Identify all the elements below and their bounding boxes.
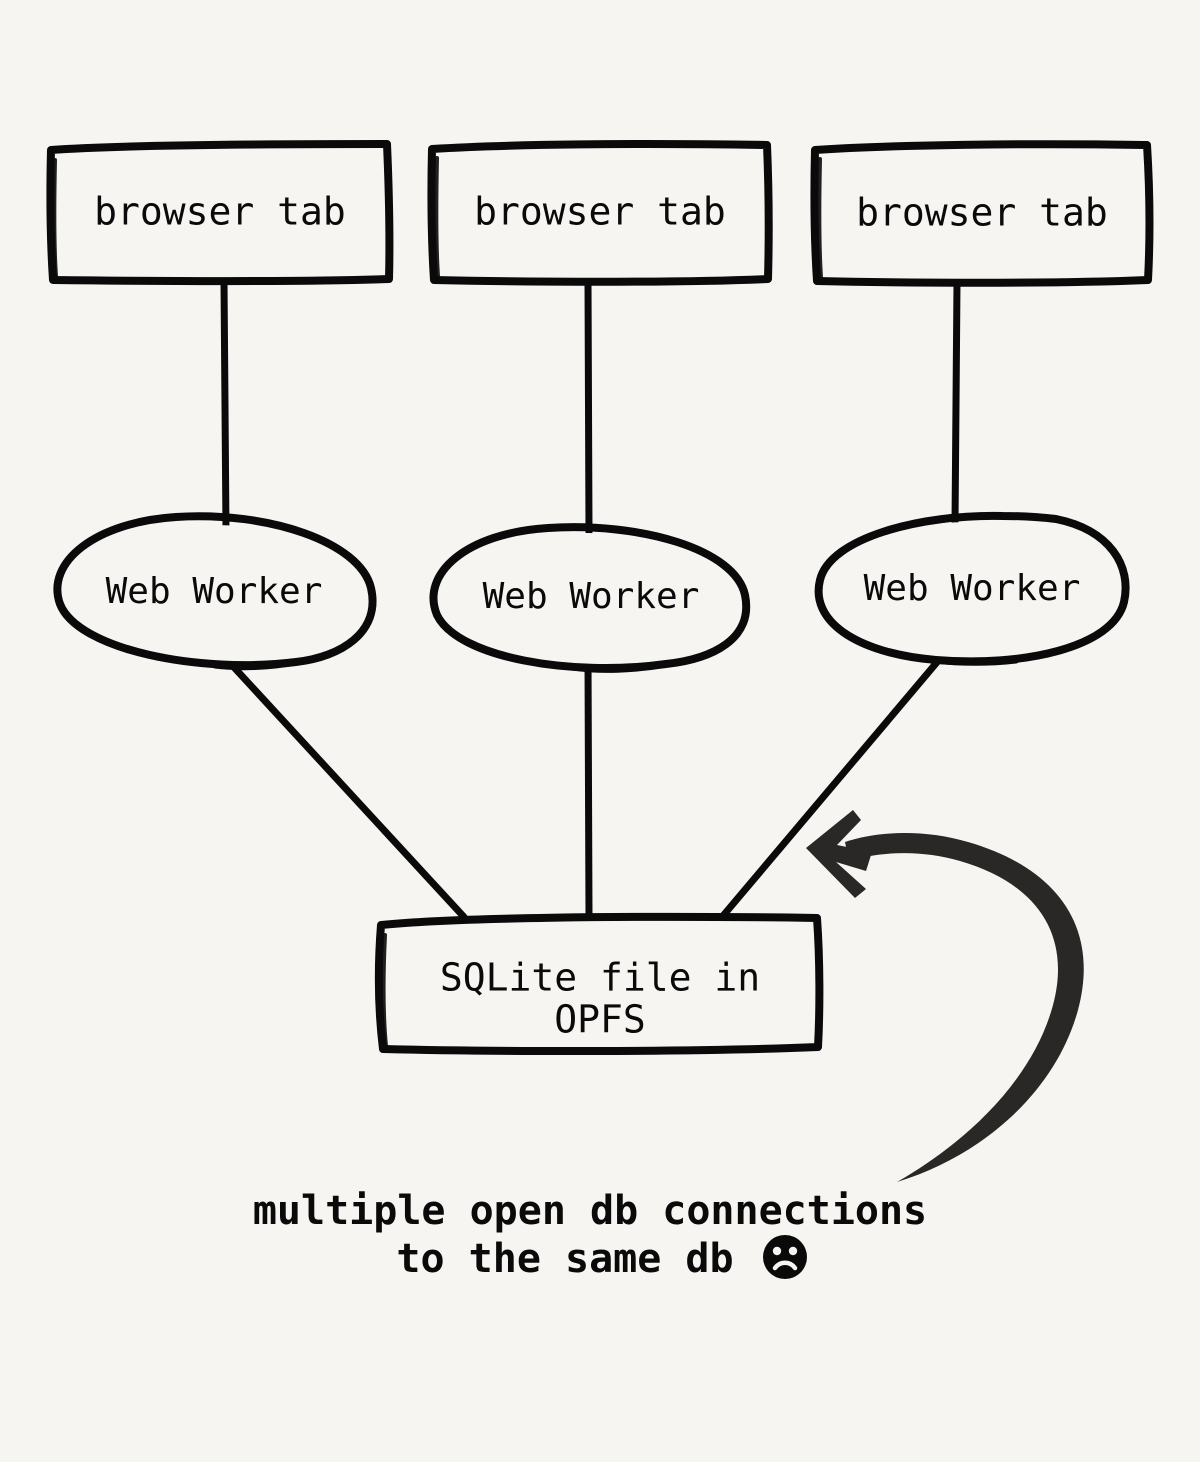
edge-worker1-store <box>226 659 468 921</box>
tab-3-label: browser tab <box>856 191 1108 235</box>
tab-1-label: browser tab <box>94 190 346 234</box>
tab-node-1[interactable]: browser tab <box>46 140 394 285</box>
edge-worker3-store <box>718 657 942 921</box>
worker-node-1[interactable]: Web Worker <box>53 512 377 671</box>
tab-2-outline <box>427 140 773 286</box>
annotation-arrow-head <box>806 810 872 898</box>
caption-line-2: to the same db <box>396 1236 733 1282</box>
tab-2-label: browser tab <box>474 190 726 234</box>
sqlite-opfs-outline <box>374 912 824 1056</box>
worker-2-outline <box>429 523 751 672</box>
worker-3-outline <box>814 511 1130 666</box>
worker-1-outline <box>53 512 377 670</box>
worker-1-outline-tail <box>211 658 300 671</box>
frowning-face-icon <box>763 1235 807 1279</box>
edge-tab2-worker2 <box>584 278 593 536</box>
sqlite-opfs-node[interactable]: SQLite file in OPFS <box>374 912 824 1056</box>
annotation-arrow-body <box>845 832 1084 1182</box>
tab-2-outline-sketch <box>434 156 440 278</box>
tab-3-outline-sketch <box>817 157 823 279</box>
caption-line-1: multiple open db connections <box>253 1188 927 1234</box>
worker-2-label: Web Worker <box>483 576 700 617</box>
worker-3-label: Web Worker <box>864 568 1081 609</box>
edges-layer <box>220 277 961 921</box>
tab-node-3[interactable]: browser tab <box>810 140 1154 287</box>
sqlite-opfs-outline-sketch <box>381 933 388 1048</box>
sqlite-opfs-label-line-1: SQLite file in <box>440 956 760 1000</box>
annotation-caption: multiple open db connections to the same… <box>253 1188 927 1282</box>
edge-tab3-worker3 <box>951 279 961 528</box>
worker-2-outline-tail <box>569 660 670 673</box>
worker-3-outline-tail <box>932 656 1020 666</box>
edge-worker2-store <box>584 657 593 921</box>
sqlite-opfs-label-line-2: OPFS <box>554 998 646 1042</box>
edge-tab1-worker1 <box>220 277 230 536</box>
tab-1-outline <box>46 140 394 285</box>
tab-node-2[interactable]: browser tab <box>427 140 773 286</box>
annotation-arrow <box>806 810 1084 1182</box>
worker-1-label: Web Worker <box>106 571 323 612</box>
tab-3-outline <box>810 140 1154 287</box>
worker-node-3[interactable]: Web Worker <box>814 511 1130 666</box>
worker-node-2[interactable]: Web Worker <box>429 523 751 673</box>
tab-1-outline-sketch <box>52 158 58 278</box>
